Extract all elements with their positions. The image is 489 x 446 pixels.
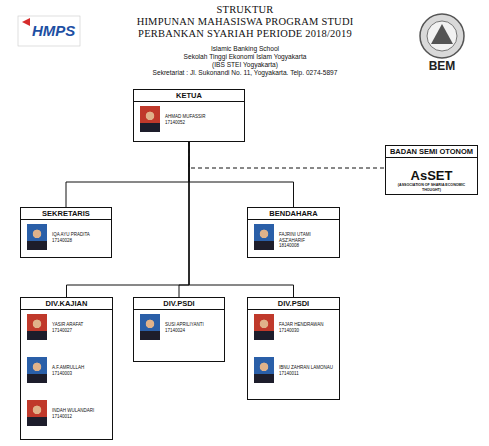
member-info: FAJRINI UTAMI ASZ'AHARIF18140008 <box>279 232 337 249</box>
member-id: 17140030 <box>279 328 337 334</box>
tree-connector <box>179 142 189 297</box>
member-name: AHMAD MUFASSIR <box>165 114 242 120</box>
box-body: SUSI APRILIYANTI17140024 <box>134 310 224 359</box>
chart-title: STRUKTUR <box>100 4 390 16</box>
bem-logo-inner <box>427 21 457 51</box>
box-heading: BENDAHARA <box>248 208 339 220</box>
school-name: Islamic Banking School <box>95 45 395 53</box>
member-info: FAJAR HENDRAWAN17140030 <box>279 322 337 333</box>
member-photo <box>27 400 47 426</box>
member-info: AHMAD MUFASSIR17140052 <box>165 114 242 125</box>
position-box: KETUA AHMAD MUFASSIR17140052 <box>133 89 245 142</box>
chart-subtitle: PERBANKAN SYARIAH PERIODE 2018/2019 <box>95 28 395 40</box>
position-box: DIV.KAJIANYASIR ARAFAT17140027A.F.AMRULL… <box>20 297 113 440</box>
body-fullname: (ASSOCIATION OF SHARIA ECONOMIC THOUGHT) <box>386 183 477 192</box>
box-heading: KETUA <box>134 90 244 102</box>
member-name: YASIR ARAFAT <box>52 322 110 328</box>
member-id: 17140003 <box>52 371 110 377</box>
box-body: AHMAD MUFASSIR17140052 <box>134 102 244 142</box>
school-name: (IBS STEI Yogyakarta) <box>95 61 395 69</box>
box-heading: BADAN SEMI OTONOM <box>386 146 477 158</box>
member-photo <box>27 357 47 383</box>
bem-logo-triangle <box>431 24 453 44</box>
member-row: FAJRINI UTAMI ASZ'AHARIF18140008 <box>248 224 339 258</box>
tree-connector <box>66 142 189 207</box>
box-heading: SEKRETARIS <box>21 208 111 220</box>
member-info: YASIR ARAFAT17140027 <box>52 322 110 333</box>
member-info: SUSI APRILIYANTI17140024 <box>165 322 222 333</box>
member-info: INDAH WULANDARI17140012 <box>52 408 110 419</box>
member-row: AHMAD MUFASSIR17140052 <box>134 106 244 142</box>
position-box: DIV.PSDIFAJAR HENDRAWAN17140030IBNU ZAHR… <box>247 297 340 400</box>
member-row: FAJAR HENDRAWAN17140030 <box>248 314 339 357</box>
member-name: SUSI APRILIYANTI <box>165 322 222 328</box>
member-id: 17140024 <box>165 328 222 334</box>
member-id: 17140011 <box>279 371 337 377</box>
autonomous-body-box: BADAN SEMI OTONOMAsSET(ASSOCIATION OF SH… <box>385 145 478 195</box>
member-id: 17140052 <box>165 120 242 126</box>
member-name: IBNU ZAHRAN LAMONAU <box>279 365 337 371</box>
box-body: FAJAR HENDRAWAN17140030IBNU ZAHRAN LAMON… <box>248 310 339 400</box>
member-row: INDAH WULANDARI17140012 <box>21 400 112 443</box>
position-box: BENDAHARA FAJRINI UTAMI ASZ'AHARIF1814000… <box>247 207 340 258</box>
member-photo <box>27 314 47 340</box>
member-id: 17140012 <box>52 414 110 420</box>
tree-connector <box>189 142 294 207</box>
member-row: YASIR ARAFAT17140027 <box>21 314 112 357</box>
body-acronym: AsSET <box>386 168 477 183</box>
logo-text: HMPS <box>32 22 80 39</box>
hmps-logo-mark <box>22 18 30 26</box>
member-row: A.F.AMRULLAH17140003 <box>21 357 112 400</box>
member-photo <box>254 314 274 340</box>
school-name: Sekolah Tinggi Ekonomi Islam Yogyakarta <box>95 53 395 61</box>
member-name: IQA AYU PRADITA <box>52 232 109 238</box>
member-photo <box>254 357 274 383</box>
hmps-logo-frame <box>18 16 80 46</box>
box-heading: DIV.PSDI <box>134 298 224 310</box>
logo-text: BEM <box>412 59 472 73</box>
member-photo <box>254 224 274 250</box>
chart-subtitle: HIMPUNAN MAHASISWA PROGRAM STUDI <box>95 16 395 28</box>
bem-logo-ring <box>420 14 464 58</box>
member-name: INDAH WULANDARI <box>52 408 110 414</box>
box-body: YASIR ARAFAT17140027A.F.AMRULLAH17140003… <box>21 310 112 443</box>
box-heading: DIV.PSDI <box>248 298 339 310</box>
box-heading: DIV.KAJIAN <box>21 298 112 310</box>
member-id: 18140008 <box>279 243 337 249</box>
position-box: DIV.PSDI SUSI APRILIYANTI17140024 <box>133 297 225 362</box>
box-body: IQA AYU PRADITA17140028 <box>21 220 111 258</box>
member-row: IQA AYU PRADITA17140028 <box>21 224 111 258</box>
member-name: FAJAR HENDRAWAN <box>279 322 337 328</box>
member-name: FAJRINI UTAMI ASZ'AHARIF <box>279 232 337 243</box>
member-photo <box>27 224 47 250</box>
position-box: SEKRETARIS IQA AYU PRADITA17140028 <box>20 207 112 258</box>
dashed-connector <box>189 142 385 168</box>
member-id: 17140028 <box>52 238 109 244</box>
member-id: 17140027 <box>52 328 110 334</box>
member-info: A.F.AMRULLAH17140003 <box>52 365 110 376</box>
member-name: A.F.AMRULLAH <box>52 365 110 371</box>
box-body: AsSET(ASSOCIATION OF SHARIA ECONOMIC THO… <box>386 158 477 192</box>
member-row: SUSI APRILIYANTI17140024 <box>134 314 224 359</box>
member-info: IBNU ZAHRAN LAMONAU17140011 <box>279 365 337 376</box>
member-photo <box>140 314 160 340</box>
box-body: FAJRINI UTAMI ASZ'AHARIF18140008 <box>248 220 339 258</box>
member-photo <box>140 106 160 132</box>
member-info: IQA AYU PRADITA17140028 <box>52 232 109 243</box>
address-line: Sekretariat : Jl. Sukonandi No. 11, Yogy… <box>95 69 395 77</box>
member-row: IBNU ZAHRAN LAMONAU17140011 <box>248 357 339 400</box>
